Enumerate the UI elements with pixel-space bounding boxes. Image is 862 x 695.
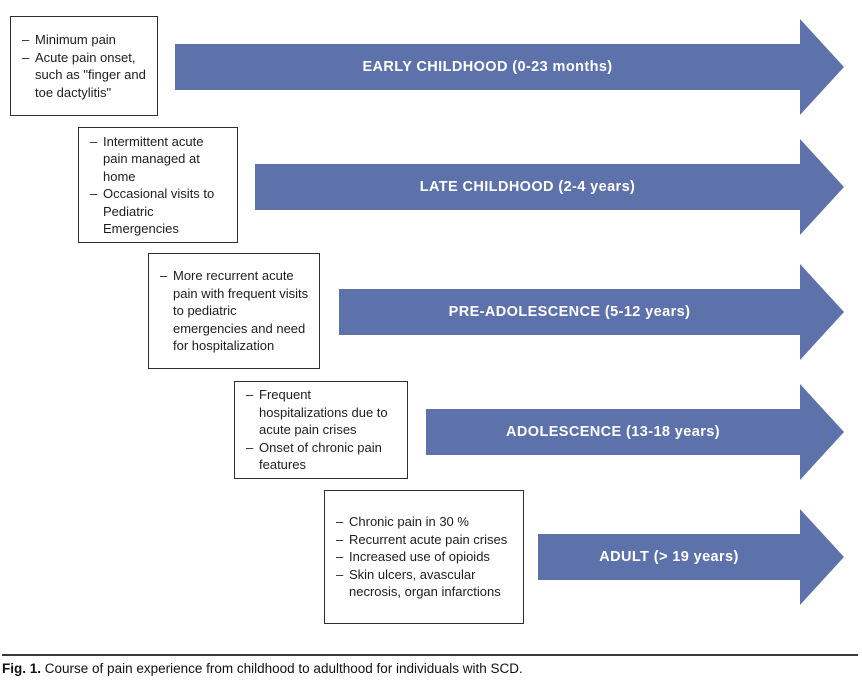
arrow-head-icon xyxy=(800,264,844,360)
stage-1-notes-box: Minimum pain Acute pain onset, such as "… xyxy=(10,16,158,116)
note-item: Increased use of opioids xyxy=(336,548,515,566)
stage-5-label: ADULT (> 19 years) xyxy=(599,549,739,565)
note-item: Minimum pain xyxy=(22,31,149,49)
note-item: Frequent hospitalizations due to acute p… xyxy=(246,386,399,439)
figure-caption-text: Course of pain experience from childhood… xyxy=(44,661,523,676)
figure-caption-label: Fig. 1. xyxy=(2,661,42,676)
arrow-body: ADULT (> 19 years) xyxy=(538,534,800,580)
note-item: Skin ulcers, avascular necrosis, organ i… xyxy=(336,566,515,601)
arrow-body: ADOLESCENCE (13-18 years) xyxy=(426,409,800,455)
stage-4-notes-box: Frequent hospitalizations due to acute p… xyxy=(234,381,408,479)
arrow-head-icon xyxy=(800,509,844,605)
arrow-body: LATE CHILDHOOD (2-4 years) xyxy=(255,164,800,210)
arrow-body: EARLY CHILDHOOD (0-23 months) xyxy=(175,44,800,90)
figure-caption: Fig. 1. Course of pain experience from c… xyxy=(2,654,858,676)
note-item: More recurrent acute pain with frequent … xyxy=(160,267,311,355)
arrow-head-icon xyxy=(800,384,844,480)
arrow-head-icon xyxy=(800,19,844,115)
stage-5-notes-box: Chronic pain in 30 % Recurrent acute pai… xyxy=(324,490,524,624)
stage-2-notes-box: Intermittent acute pain managed at home … xyxy=(78,127,238,243)
note-item: Intermittent acute pain managed at home xyxy=(90,133,229,186)
note-item: Occasional visits to Pediatric Emergenci… xyxy=(90,185,229,238)
stage-2-label: LATE CHILDHOOD (2-4 years) xyxy=(419,179,636,195)
note-item: Chronic pain in 30 % xyxy=(336,513,515,531)
note-item: Recurrent acute pain crises xyxy=(336,531,515,549)
stage-3-label: PRE-ADOLESCENCE (5-12 years) xyxy=(448,304,691,320)
arrow-body: PRE-ADOLESCENCE (5-12 years) xyxy=(339,289,800,335)
stage-4-label: ADOLESCENCE (13-18 years) xyxy=(506,424,720,440)
note-item: Onset of chronic pain features xyxy=(246,439,399,474)
stage-1-label: EARLY CHILDHOOD (0-23 months) xyxy=(362,59,613,75)
arrow-head-icon xyxy=(800,139,844,235)
note-item: Acute pain onset, such as "finger and to… xyxy=(22,49,149,102)
stage-3-notes-box: More recurrent acute pain with frequent … xyxy=(148,253,320,369)
